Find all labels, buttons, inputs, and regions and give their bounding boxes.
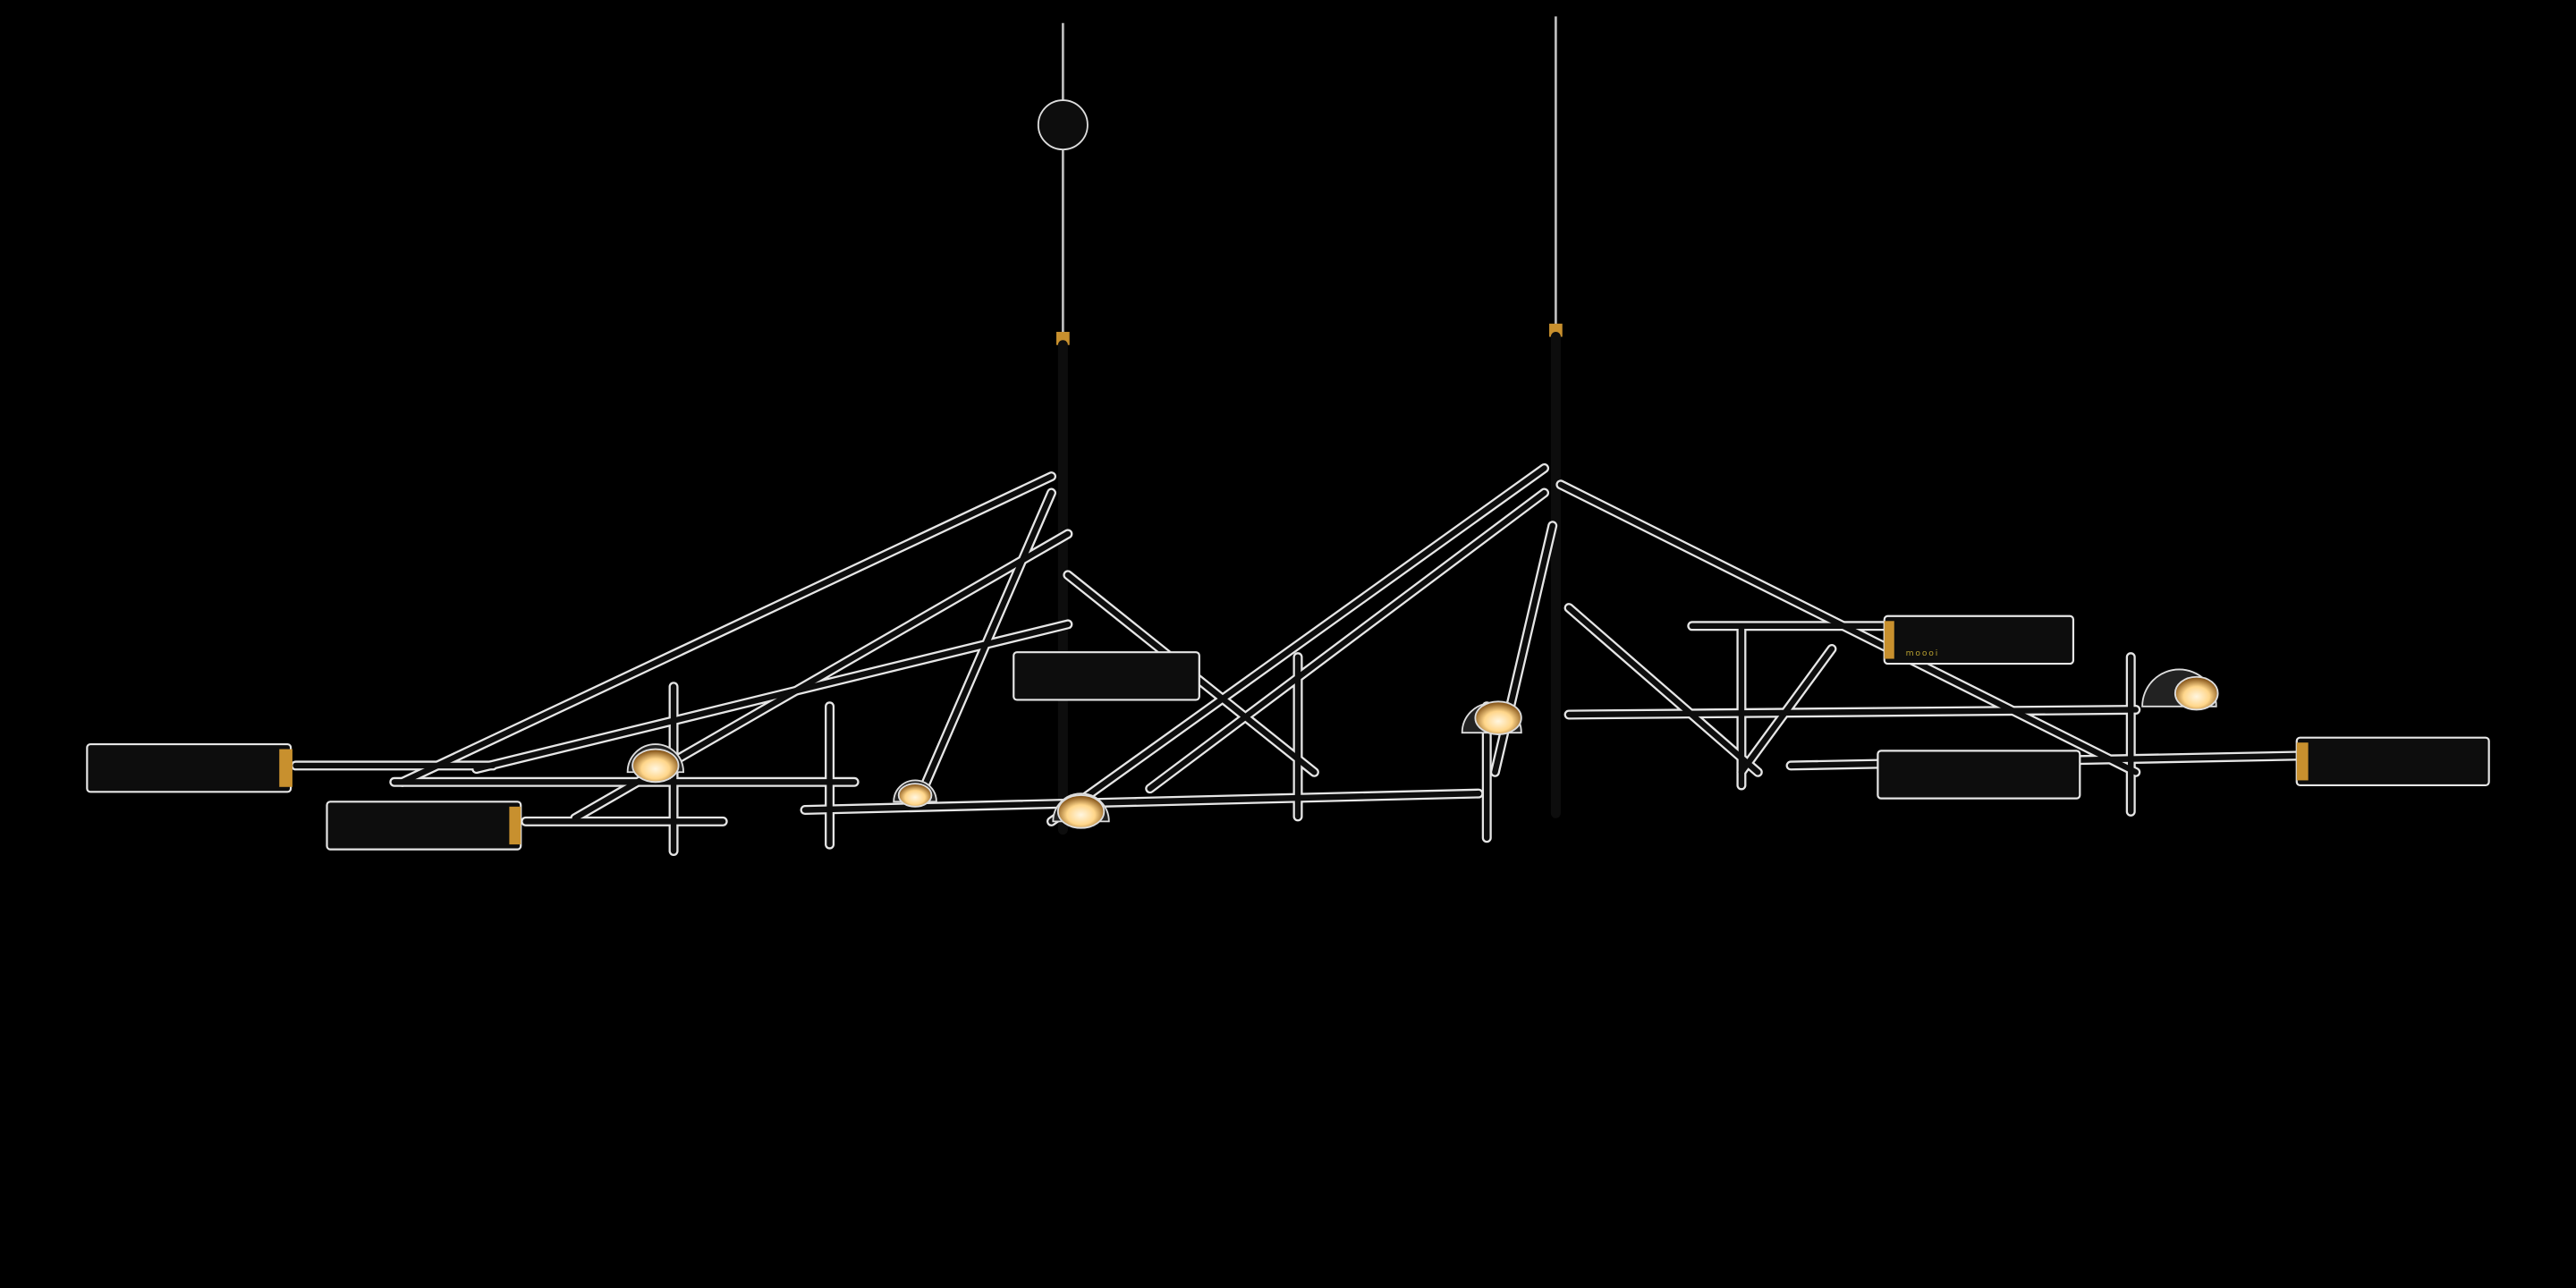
cylinder-shades xyxy=(86,614,2490,851)
ceiling-canopy xyxy=(1037,99,1089,151)
spot-lamps xyxy=(626,668,2219,829)
suspension-cables xyxy=(1061,16,1557,337)
brand-mark: moooi xyxy=(1906,648,1940,658)
